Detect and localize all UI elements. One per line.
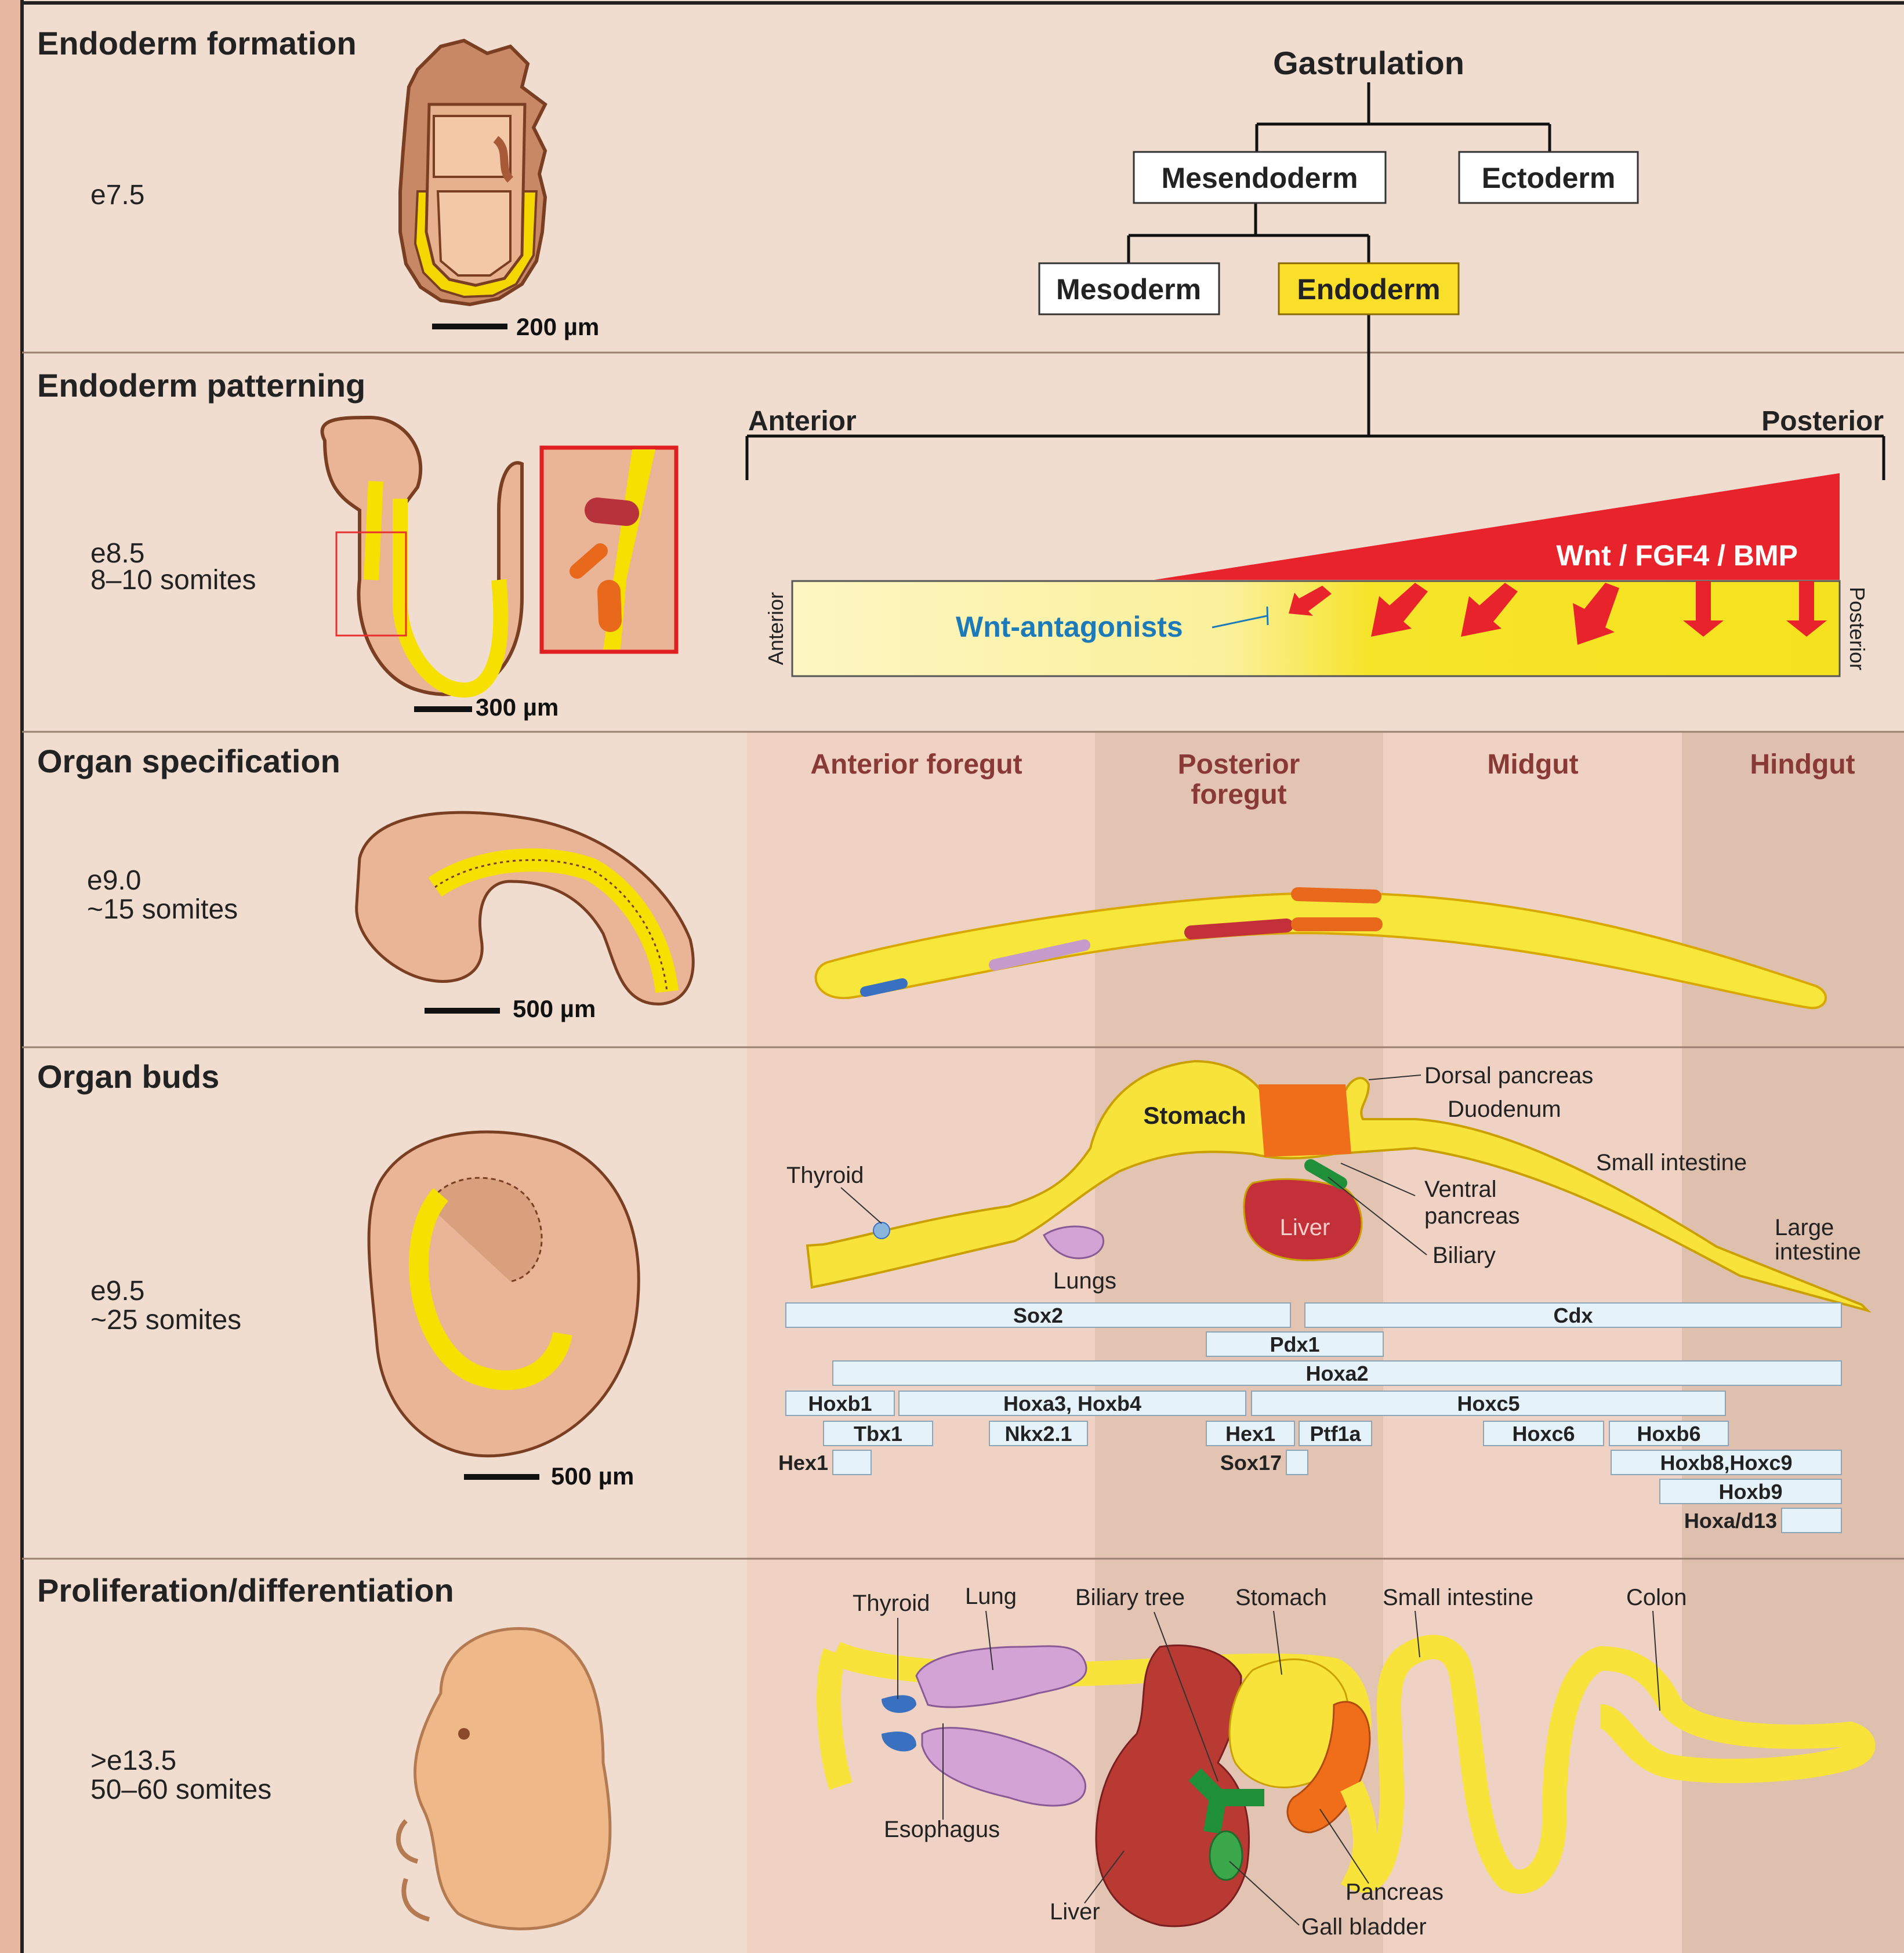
gene-label: Nkx2.1 [1004,1422,1072,1446]
antagonist-label: Wnt-antagonists [956,611,1183,643]
bud-small-intestine-label: Small intestine [1596,1150,1747,1175]
stage-e13-5: >e13.5 [90,1745,176,1776]
stage-e13-5-somites: 50–60 somites [90,1774,271,1805]
row-title-specification: Organ specification [37,743,340,779]
gene-label: Hoxc5 [1457,1392,1519,1415]
patterning-anterior-label: Anterior [748,406,857,437]
left-margin-strip [0,0,22,1953]
gene-label: Hoxa/d13 [1684,1509,1777,1533]
gene-label: Hoxb9 [1718,1480,1782,1504]
stage-e9-5-somites: ~25 somites [90,1305,241,1335]
bud-dorsal-pancreas-label: Dorsal pancreas [1424,1063,1593,1088]
bud-stomach-label: Stomach [1143,1102,1246,1129]
scale-label-500-b: 500 µm [551,1462,634,1490]
stage-e7-5: e7.5 [90,180,144,210]
organ-gall-bladder-label: Gall bladder [1301,1914,1427,1940]
organ-thyroid-label: Thyroid [853,1591,930,1616]
scale-label-500-a: 500 µm [513,995,596,1022]
patterning-posterior-label: Posterior [1761,406,1884,437]
gene-label: Ptf1a [1310,1422,1361,1446]
lineage-gastrulation: Gastrulation [1273,45,1464,81]
row-title-patterning: Endoderm patterning [37,367,365,404]
row-title-proliferation: Proliferation/differentiation [37,1572,454,1609]
bud-lungs-label: Lungs [1053,1268,1116,1294]
gene-bar [833,1450,871,1475]
gene-label: Hex1 [778,1451,828,1475]
lineage-mesoderm: Mesoderm [1056,273,1201,306]
organ-esophagus-label: Esophagus [884,1817,1000,1842]
gene-label: Cdx [1553,1304,1593,1327]
gene-label: Hoxc6 [1512,1422,1575,1446]
bud-biliary-label: Biliary [1432,1243,1496,1268]
organ-stomach-label: Stomach [1235,1585,1327,1610]
organ-small-intestine-label: Small intestine [1383,1585,1533,1610]
bar-anterior-label: Anterior [764,592,788,665]
gene-label: Hex1 [1225,1422,1275,1446]
stage-e9-5: e9.5 [90,1276,144,1306]
row-title-organ-buds: Organ buds [37,1058,219,1095]
bud-duodenum-label: Duodenum [1448,1097,1561,1122]
lineage-mesendoderm: Mesendoderm [1162,162,1358,194]
stage-e9-0-somites: ~15 somites [87,894,238,925]
scale-bar-500-a [425,1008,500,1014]
gene-label: Sox17 [1220,1451,1282,1475]
gene-label: Pdx1 [1270,1333,1319,1356]
organ-liver-label: Liver [1050,1899,1100,1925]
bar-posterior-label: Posterior [1845,587,1869,670]
scale-bar-300 [414,706,472,712]
organ-colon-label: Colon [1626,1585,1687,1610]
gene-label: Tbx1 [854,1422,902,1446]
gene-label: Sox2 [1013,1304,1063,1327]
region-midgut: Midgut [1487,749,1578,780]
organ-biliary-tree-label: Biliary tree [1075,1585,1185,1610]
gene-label: Hoxb1 [808,1392,872,1415]
stage-e9-0: e9.0 [87,865,141,896]
gene-label: Hoxa3, Hoxb4 [1003,1392,1141,1415]
scale-bar-500-b [464,1474,539,1480]
region-anterior-foregut: Anterior foregut [810,749,1022,780]
scale-bar-200 [432,324,507,329]
lineage-ectoderm: Ectoderm [1482,162,1616,194]
gene-label: Hoxb6 [1637,1422,1700,1446]
embryo-e7-5-illustration [400,41,545,304]
gene-bar [1782,1508,1841,1533]
stage-e8-5-somites: 8–10 somites [90,565,256,596]
organ-lung-label: Lung [965,1584,1017,1609]
lineage-endoderm: Endoderm [1297,273,1440,306]
bud-liver-label: Liver [1280,1215,1330,1240]
row-title-formation: Endoderm formation [37,25,357,61]
gene-bar [1286,1450,1308,1475]
scale-label-300: 300 µm [476,694,558,721]
scale-label-200: 200 µm [516,313,599,340]
signal-label: Wnt / FGF4 / BMP [1556,539,1798,572]
organ-pancreas-label: Pancreas [1346,1879,1444,1905]
gene-label: Hoxb8,Hoxc9 [1660,1451,1792,1475]
region-hindgut: Hindgut [1750,749,1855,780]
bud-thyroid-label: Thyroid [786,1163,864,1188]
gene-label: Hoxa2 [1305,1362,1368,1385]
